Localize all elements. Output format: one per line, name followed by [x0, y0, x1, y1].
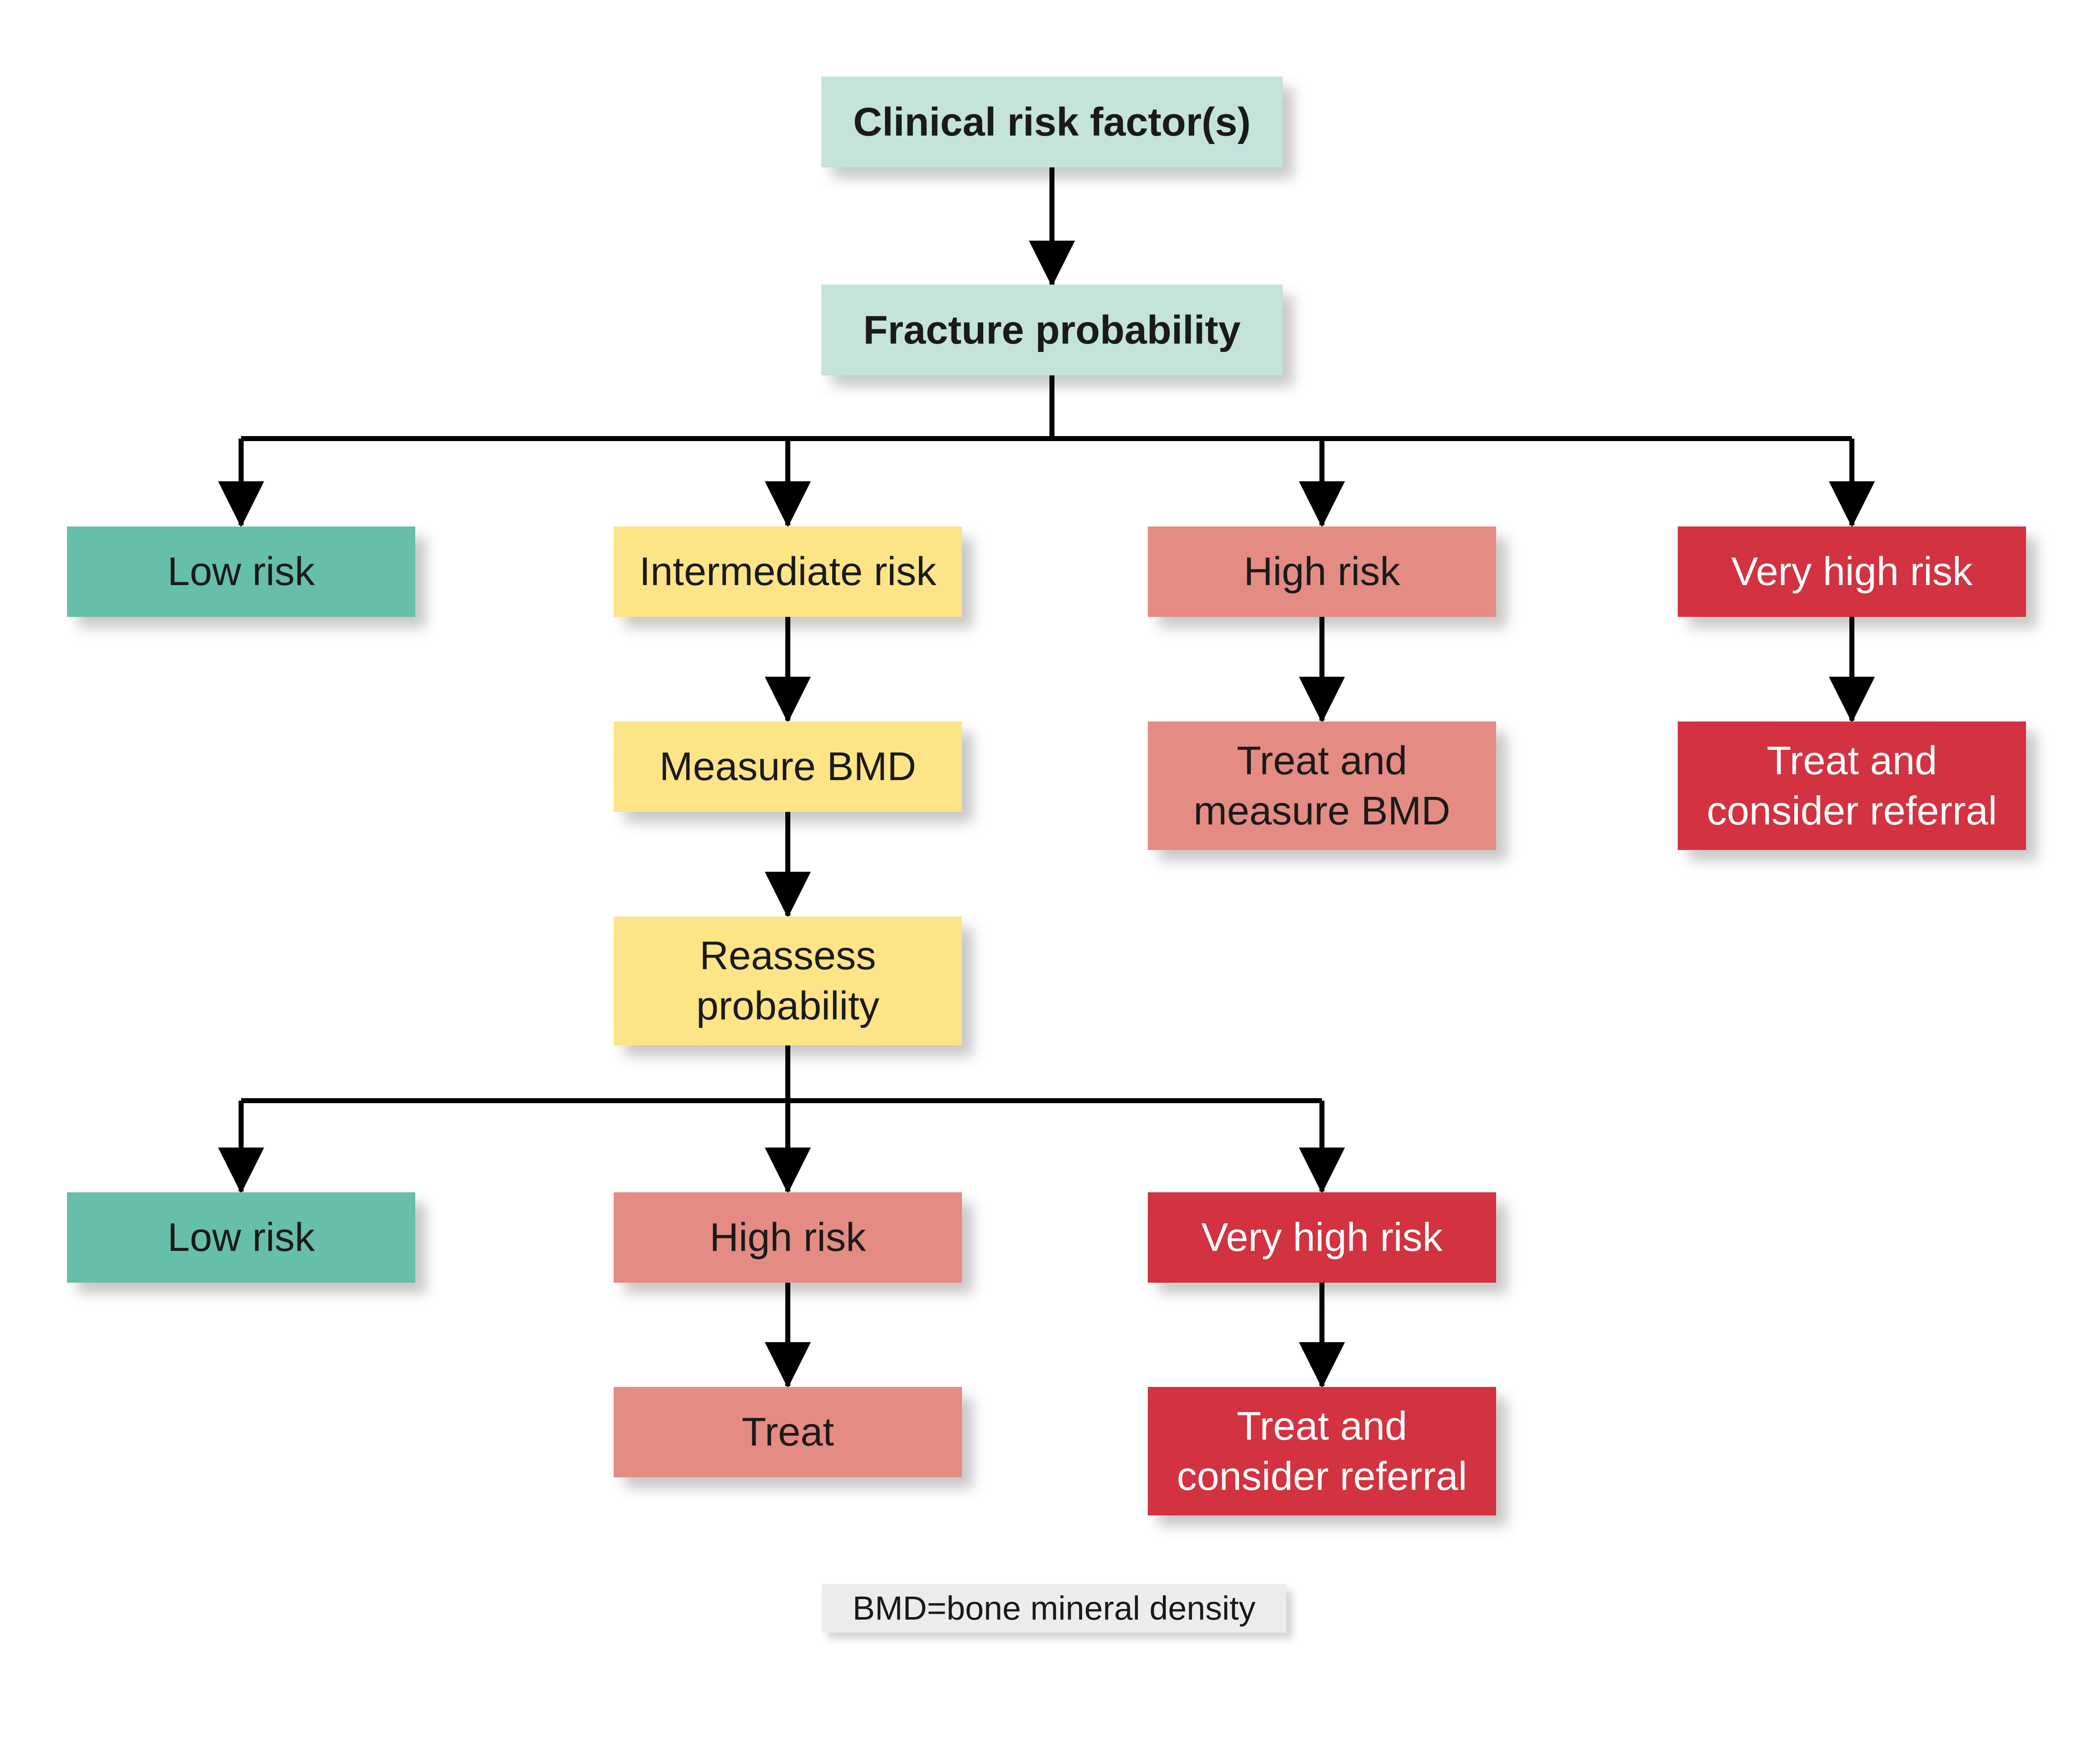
- measure-bmd-box: Measure BMD: [614, 722, 962, 812]
- reassess-probability-box: Reassess probability: [614, 917, 962, 1045]
- fracture-probability-box: Fracture probability: [821, 285, 1283, 375]
- clinical-risk-factors-box: Clinical risk factor(s): [821, 77, 1283, 167]
- high-risk-box-1: High risk: [1148, 526, 1496, 617]
- treat-and-consider-referral-box-1: Treat and consider referral: [1678, 722, 2026, 850]
- high-risk-box-2: High risk: [614, 1192, 962, 1283]
- low-risk-box-2: Low risk: [67, 1192, 415, 1283]
- low-risk-box-1: Low risk: [67, 526, 415, 617]
- very-high-risk-box-2: Very high risk: [1148, 1192, 1496, 1283]
- treat-and-measure-bmd-box: Treat and measure BMD: [1148, 722, 1496, 850]
- treat-box: Treat: [614, 1387, 962, 1477]
- footnote: BMD=bone mineral density: [822, 1584, 1286, 1633]
- very-high-risk-box-1: Very high risk: [1678, 526, 2026, 617]
- intermediate-risk-box: Intermediate risk: [614, 526, 962, 617]
- treat-and-consider-referral-box-2: Treat and consider referral: [1148, 1387, 1496, 1515]
